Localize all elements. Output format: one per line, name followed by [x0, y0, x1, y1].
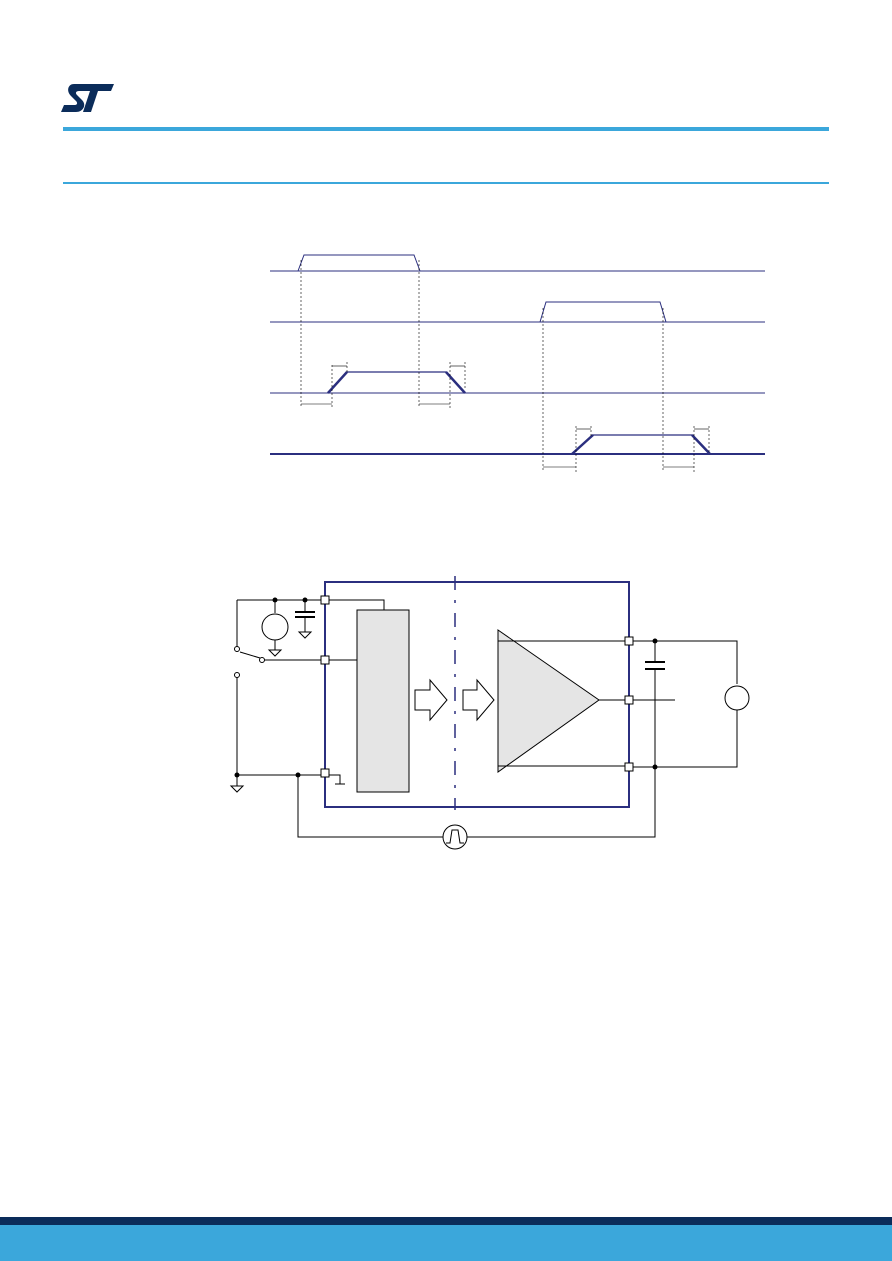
- switching-timing-waveform: [270, 254, 765, 472]
- header-rule-top: [63, 127, 829, 131]
- header-rule-bottom: [63, 182, 829, 184]
- st-logo-icon: [61, 84, 114, 112]
- footer-stripe-dark: [0, 1217, 892, 1225]
- footer-band: [0, 1225, 892, 1261]
- test-circuit-schematic: [229, 576, 750, 850]
